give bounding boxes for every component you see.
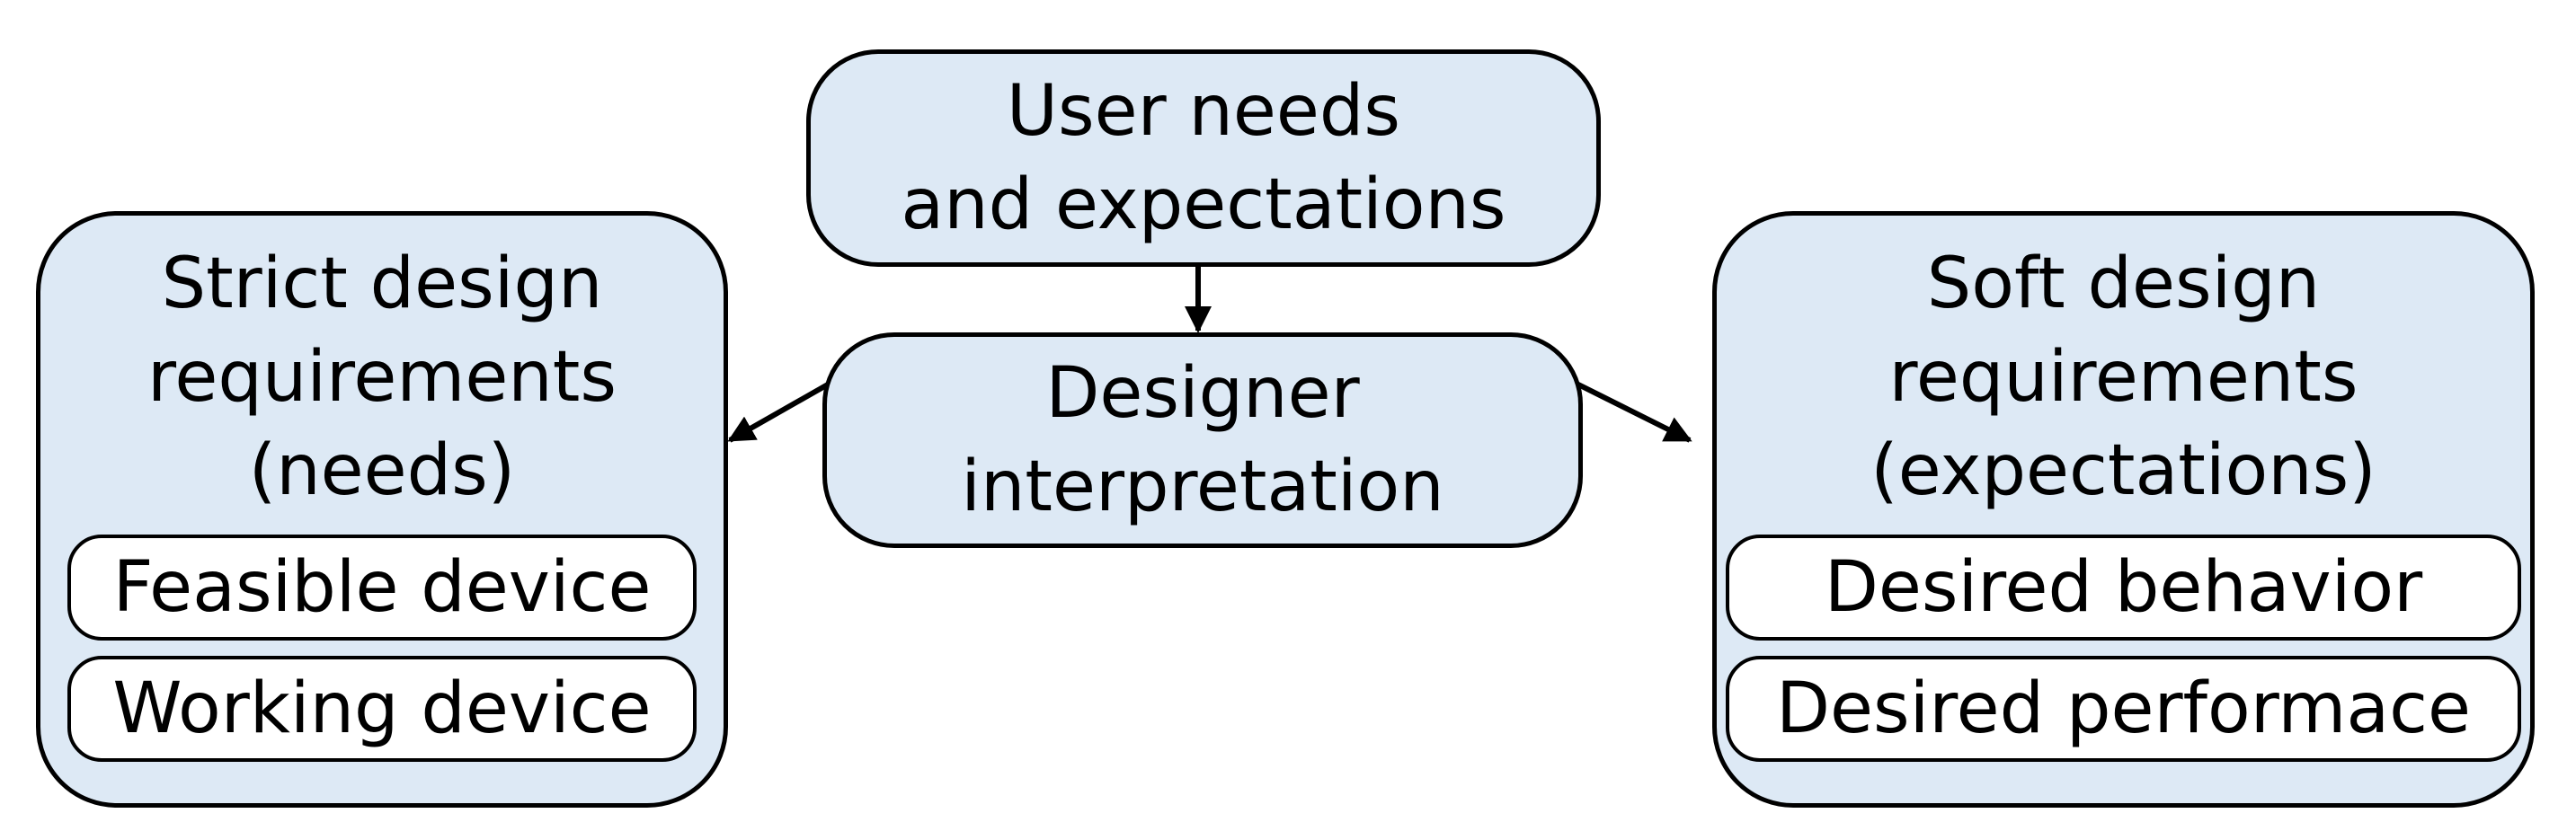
strict-title-line2: requirements bbox=[147, 337, 617, 418]
user-needs-line1: User needs bbox=[1006, 71, 1401, 152]
user-needs-line2: and expectations bbox=[901, 164, 1506, 245]
soft-item-desired-behavior: Desired behavior bbox=[1726, 535, 2521, 641]
soft-requirements-group: Soft design requirements (expectations) … bbox=[1712, 211, 2535, 808]
soft-requirements-title: Soft design requirements (expectations) bbox=[1717, 237, 2530, 517]
strict-requirements-title: Strict design requirements (needs) bbox=[40, 237, 724, 517]
designer-interpretation-node: Designer interpretation bbox=[822, 332, 1583, 548]
arrow-designer-to-strict bbox=[727, 375, 842, 443]
strict-requirements-group: Strict design requirements (needs) Feasi… bbox=[36, 211, 728, 808]
strict-item-working-device: Working device bbox=[67, 656, 697, 762]
designer-line2: interpretation bbox=[961, 446, 1444, 527]
soft-title-line1: Soft design bbox=[1926, 243, 2321, 324]
strict-item-feasible-device: Feasible device bbox=[67, 535, 697, 641]
strict-title-line1: Strict design bbox=[161, 243, 603, 324]
soft-title-line3: (expectations) bbox=[1870, 430, 2376, 511]
soft-item-desired-performace: Desired performace bbox=[1726, 656, 2521, 762]
soft-title-line2: requirements bbox=[1888, 337, 2358, 418]
arrow-designer-to-soft bbox=[1562, 375, 1692, 443]
strict-title-line3: (needs) bbox=[248, 430, 516, 511]
designer-line1: Designer bbox=[1045, 353, 1360, 434]
user-needs-node: User needs and expectations bbox=[806, 49, 1601, 267]
